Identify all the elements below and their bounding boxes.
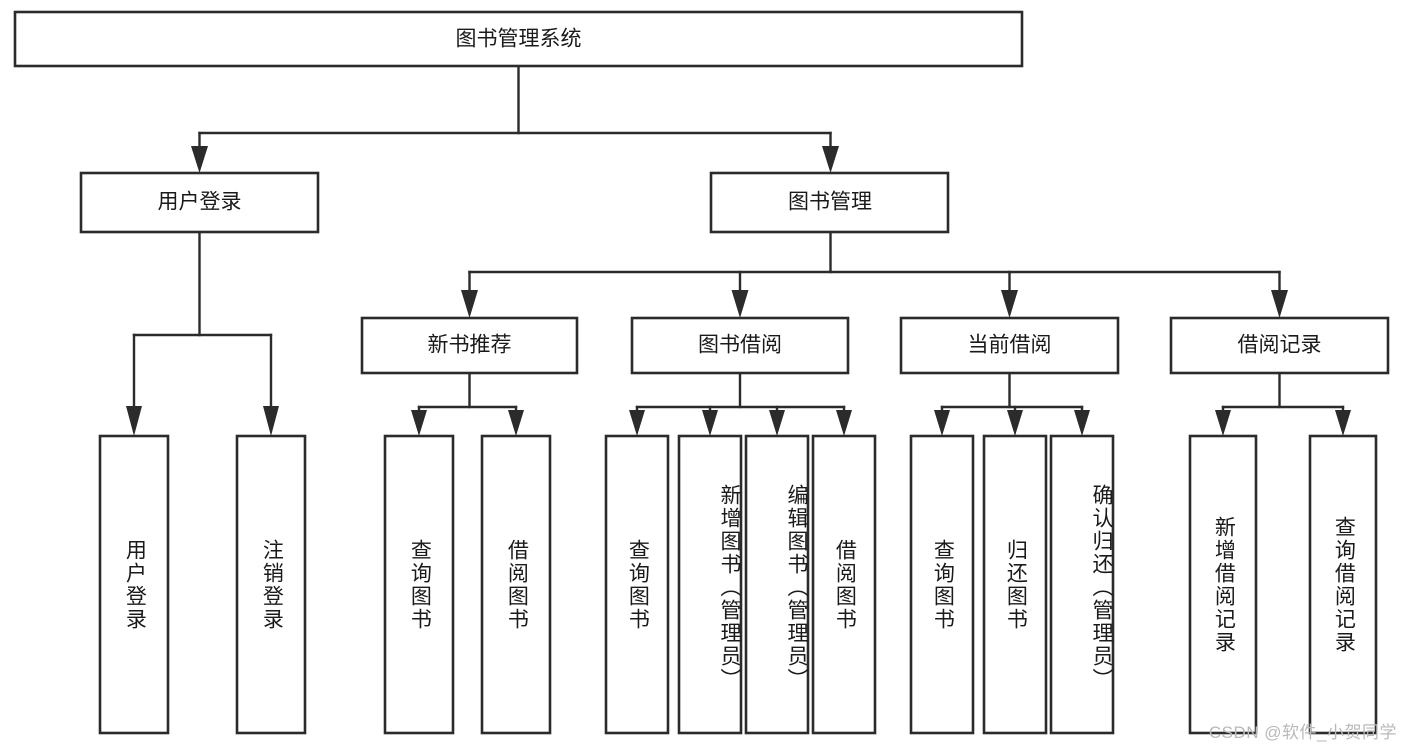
arrowhead-borrow-record bbox=[1271, 290, 1288, 318]
node-leaf-return-book[interactable] bbox=[982, 434, 1048, 735]
node-borrow-record-label: 借阅记录 bbox=[1238, 334, 1322, 357]
node-leaf-confirm-return-label: 确认归还（管理员） bbox=[1090, 484, 1113, 691]
node-leaf-edit-book[interactable] bbox=[744, 434, 810, 735]
arrowhead-leaf-edit-book bbox=[769, 410, 785, 436]
node-leaf-add-record-label: 新增借阅记录 bbox=[1212, 515, 1236, 654]
node-user-login-label: 用户登录 bbox=[158, 191, 242, 214]
arrowhead-leaf-borrow-book-2 bbox=[836, 410, 852, 436]
node-leaf-user-logout[interactable] bbox=[235, 434, 307, 735]
arrowhead-leaf-add-record bbox=[1215, 410, 1231, 436]
node-leaf-query-record-label: 查询借阅记录 bbox=[1332, 515, 1356, 654]
node-leaf-query-book-3-label: 查询图书 bbox=[931, 538, 955, 631]
node-leaf-borrow-book-2[interactable] bbox=[811, 434, 877, 735]
arrowhead-leaf-query-record bbox=[1335, 410, 1351, 436]
node-leaf-edit-book-label: 编辑图书（管理员） bbox=[785, 484, 808, 691]
node-leaf-query-book-3[interactable] bbox=[909, 434, 975, 735]
node-leaf-query-book-2[interactable] bbox=[604, 434, 670, 735]
arrowhead-current-borrow bbox=[1001, 290, 1018, 318]
node-book-manage-label: 图书管理 bbox=[788, 191, 872, 214]
arrowhead-new-book-rec bbox=[461, 290, 478, 318]
node-current-borrow-label: 当前借阅 bbox=[968, 334, 1052, 357]
arrowhead-user-login bbox=[191, 146, 208, 173]
node-borrow-record[interactable] bbox=[1169, 316, 1390, 375]
arrowhead-book-manage bbox=[822, 146, 839, 173]
node-root[interactable] bbox=[13, 10, 1024, 68]
node-current-borrow[interactable] bbox=[899, 316, 1120, 375]
node-leaf-confirm-return[interactable] bbox=[1049, 434, 1115, 735]
node-leaf-query-book-2-label: 查询图书 bbox=[626, 538, 650, 631]
arrowhead-leaf-user-logout bbox=[263, 406, 279, 436]
node-book-borrow-label: 图书借阅 bbox=[698, 334, 782, 357]
node-root-label: 图书管理系统 bbox=[456, 28, 582, 51]
node-leaf-borrow-book-1-label: 借阅图书 bbox=[505, 538, 529, 631]
node-leaf-return-book-label: 归还图书 bbox=[1004, 538, 1028, 631]
node-leaf-borrow-book-1[interactable] bbox=[480, 434, 552, 735]
node-leaf-add-book-label: 新增图书（管理员） bbox=[718, 484, 741, 691]
node-leaf-user-login-label: 用户登录 bbox=[123, 538, 147, 631]
node-leaf-user-logout-label: 注销登录 bbox=[260, 538, 284, 631]
arrowhead-leaf-query-book-2 bbox=[629, 410, 645, 436]
node-layer: 图书管理系统 用户登录 图书管理 新书推荐 图书借阅 当前借阅 借阅记录 bbox=[13, 10, 1390, 735]
node-new-book-rec[interactable] bbox=[360, 316, 579, 375]
arrowhead-leaf-query-book-1 bbox=[411, 410, 427, 436]
node-book-borrow[interactable] bbox=[630, 316, 850, 375]
node-leaf-add-book[interactable] bbox=[677, 434, 743, 735]
node-leaf-query-book-1-label: 查询图书 bbox=[408, 538, 432, 631]
arrowhead-leaf-borrow-book-1 bbox=[508, 410, 524, 436]
arrowhead-leaf-confirm-return bbox=[1074, 410, 1090, 436]
arrowhead-leaf-add-book bbox=[702, 410, 718, 436]
node-book-manage[interactable] bbox=[709, 171, 950, 234]
arrowhead-book-borrow bbox=[731, 290, 749, 318]
arrowhead-leaf-return-book bbox=[1007, 410, 1023, 436]
node-user-login[interactable] bbox=[79, 171, 320, 234]
node-leaf-user-login[interactable] bbox=[98, 434, 170, 735]
arrowhead-leaf-query-book-3 bbox=[934, 410, 950, 436]
node-leaf-add-record[interactable] bbox=[1188, 434, 1258, 735]
node-leaf-borrow-book-2-label: 借阅图书 bbox=[833, 538, 857, 631]
node-leaf-query-record[interactable] bbox=[1308, 434, 1378, 735]
edge-layer bbox=[126, 64, 1351, 436]
node-leaf-query-book-1[interactable] bbox=[383, 434, 455, 735]
node-new-book-rec-label: 新书推荐 bbox=[428, 334, 512, 357]
arrowhead-leaf-user-login bbox=[126, 406, 142, 436]
